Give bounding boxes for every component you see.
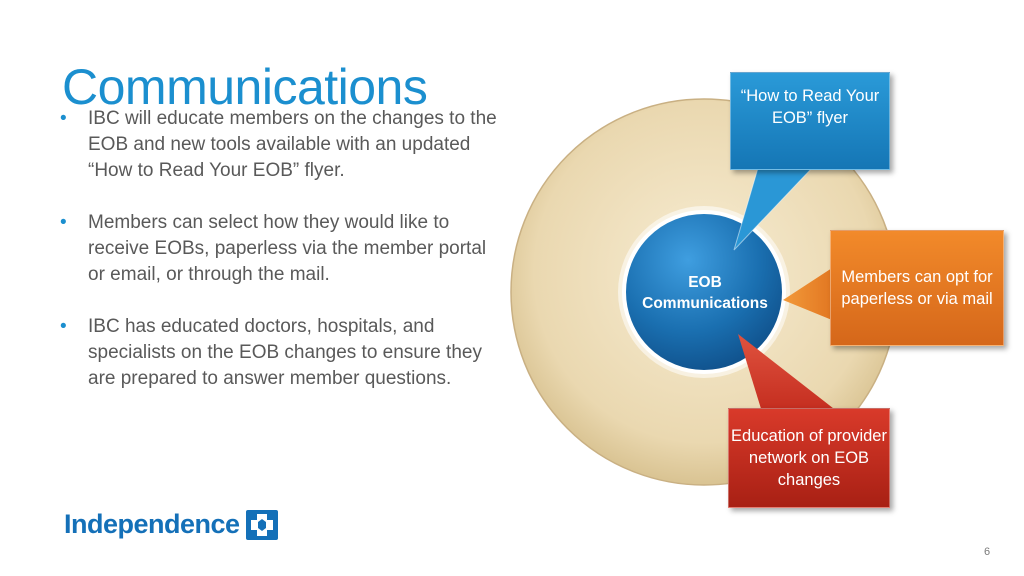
bullet-text: IBC will educate members on the changes …: [88, 108, 497, 181]
bullet-list: • IBC will educate members on the changes…: [60, 106, 500, 418]
bullet-text: IBC has educated doctors, hospitals, and…: [88, 316, 482, 389]
center-label-line2: Communications: [642, 295, 768, 312]
paperless-callout-text: Members can opt for paperless or via mai…: [841, 268, 993, 308]
flyer-callout: “How to Read Your EOB” flyer: [730, 72, 890, 170]
independence-logo: Independence: [64, 509, 278, 540]
center-circle: [622, 210, 786, 374]
bullet-item: • IBC has educated doctors, hospitals, an…: [60, 314, 500, 392]
bullet-dot-icon: •: [60, 108, 67, 129]
provider-callout-text: Education of provider network on EOB cha…: [731, 427, 887, 489]
bullet-item: • Members can select how they would like …: [60, 210, 500, 288]
slide-title: Communications: [62, 58, 428, 115]
cross-shield-icon: [245, 509, 278, 540]
paperless-callout-pointer: [783, 268, 832, 320]
logo-text: Independence: [64, 509, 240, 539]
center-label-line1: EOB: [688, 274, 722, 291]
bullet-text: Members can select how they would like t…: [88, 212, 487, 285]
paperless-callout: Members can opt for paperless or via mai…: [830, 230, 1004, 346]
provider-callout: Education of provider network on EOB cha…: [728, 408, 890, 508]
provider-callout-pointer: [738, 334, 838, 412]
bullet-item: • IBC will educate members on the changes…: [60, 106, 500, 184]
page-number: 6: [984, 546, 991, 558]
bullet-dot-icon: •: [60, 316, 67, 337]
bullet-dot-icon: •: [60, 212, 67, 233]
center-label: EOB Communications: [620, 272, 790, 314]
flyer-callout-text: “How to Read Your EOB” flyer: [740, 87, 880, 127]
